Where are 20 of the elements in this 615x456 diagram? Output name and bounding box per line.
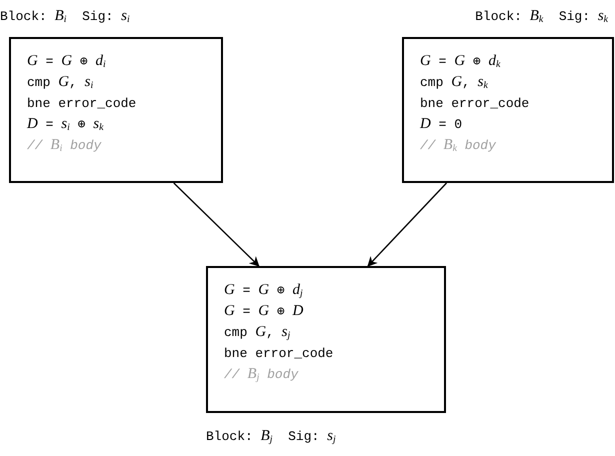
code-line: G = G ⊕ d$_{i}$ [27, 52, 107, 72]
code-comment: // B$_{k}$ body [420, 136, 497, 156]
code-comment: // B$_{j}$ body [224, 365, 300, 385]
arrow [173, 182, 260, 267]
code-line: G = G ⊕ d$_{j}$ [224, 281, 304, 301]
code-line: cmp G, s$_{i}$ [27, 73, 94, 93]
code-line: bne error_code [224, 345, 334, 363]
code-line: bne error_code [420, 95, 530, 113]
code-line: cmp G, s$_{k}$ [420, 73, 489, 93]
code-line: G = G ⊕ d$_{k}$ [420, 52, 502, 72]
code-line: cmp G, s$_{j}$ [224, 323, 292, 343]
code-line: G = G ⊕ D [224, 302, 304, 321]
block-signature-heading: Block: B$_{i}$ Sig: s$_{i}$ [0, 7, 130, 28]
code-line: D = s$_{i}$ ⊕ s$_{k}$ [27, 115, 104, 135]
block-signature-heading: Block: B$_{k}$ Sig: s$_{k}$ [475, 7, 608, 28]
code-line: D = 0 [420, 115, 464, 134]
arrow [367, 182, 447, 267]
code-line: bne error_code [27, 95, 138, 113]
block-signature-heading: Block: B$_{j}$ Sig: s$_{j}$ [206, 426, 336, 447]
code-comment: // B$_{i}$ body [27, 136, 102, 156]
